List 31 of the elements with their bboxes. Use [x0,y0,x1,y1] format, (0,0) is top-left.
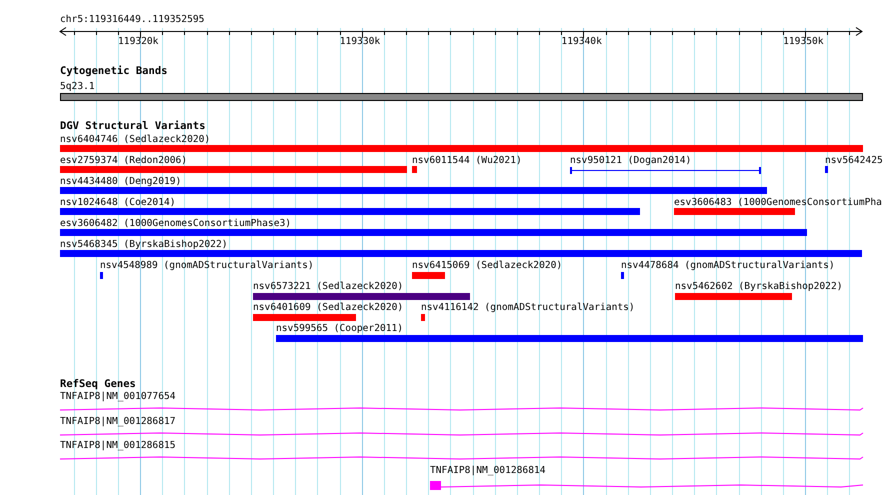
variant-label: nsv4116142 (gnomADStructuralVariants) [421,302,635,313]
variant-label: nsv5462602 (ByrskaBishop2022) [675,281,843,292]
scale-tick-label: 119320k [118,36,158,47]
variant-label: nsv950121 (Dogan2014) [570,155,692,166]
variant-label: nsv5642425 [825,155,883,166]
variant-label: esv2759374 (Redon2006) [60,155,188,166]
variant-label: nsv6404746 (Sedlazeck2020) [60,134,210,145]
variant-label: nsv6011544 (Wu2021) [412,155,522,166]
variant-label: nsv599565 (Cooper2011) [276,323,404,334]
track-title: RefSeq Genes [60,379,136,390]
variant-label: nsv4434480 (Deng2019) [60,176,182,187]
variant-label: nsv4548989 (gnomADStructuralVariants) [100,260,314,271]
variant-label: nsv6415069 (Sedlazeck2020) [412,260,562,271]
scale-tick-label: 119330k [340,36,380,47]
track-title: DGV Structural Variants [60,121,206,132]
gene-label: TNFAIP8|NM_001286815 [60,440,176,451]
band-label: 5q23.1 [60,81,95,92]
scale-tick-label: 119350k [783,36,824,47]
variant-label: nsv6573221 (Sedlazeck2020) [253,281,404,292]
variant-label: nsv6401609 (Sedlazeck2020) [253,302,404,313]
scale-tick-label: 119340k [561,36,602,47]
gene-label: TNFAIP8|NM_001077654 [60,391,176,402]
variant-label: esv3606483 (1000GenomesConsortiumPha [674,197,882,208]
variant-label: esv3606482 (1000GenomesConsortiumPhase3) [60,218,292,229]
track-title: Cytogenetic Bands [60,66,168,77]
gene-label: TNFAIP8|NM_001286814 [430,465,546,476]
gene-label: TNFAIP8|NM_001286817 [60,416,176,427]
region-coordinates: chr5:119316449..119352595 [60,14,204,25]
variant-label: nsv4478684 (gnomADStructuralVariants) [621,260,835,271]
variant-label: nsv1024648 (Coe2014) [60,197,176,208]
variant-label: nsv5468345 (ByrskaBishop2022) [60,239,228,250]
